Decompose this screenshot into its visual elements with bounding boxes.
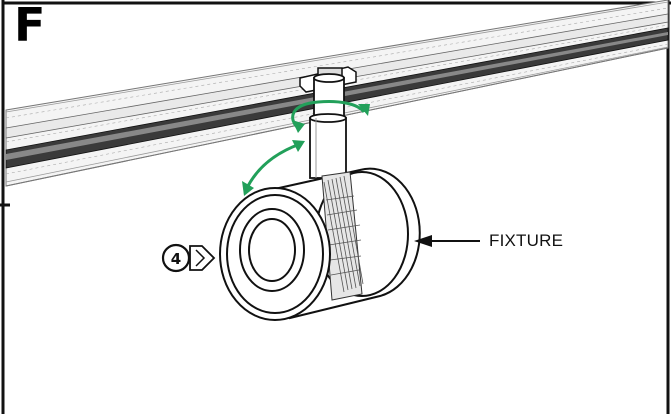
panel-letter: F xyxy=(14,0,46,52)
step-marker-icon: 4 xyxy=(161,243,216,273)
fixture-stem xyxy=(309,73,347,179)
fixture-callout-label: FIXTURE xyxy=(489,231,564,250)
fixture-lens xyxy=(219,187,331,321)
step-number: 4 xyxy=(171,250,181,268)
leader-arrow-icon xyxy=(414,235,480,247)
rotate-horizontal-arrow-icon xyxy=(291,100,370,133)
tilt-arrow-icon xyxy=(242,140,305,196)
